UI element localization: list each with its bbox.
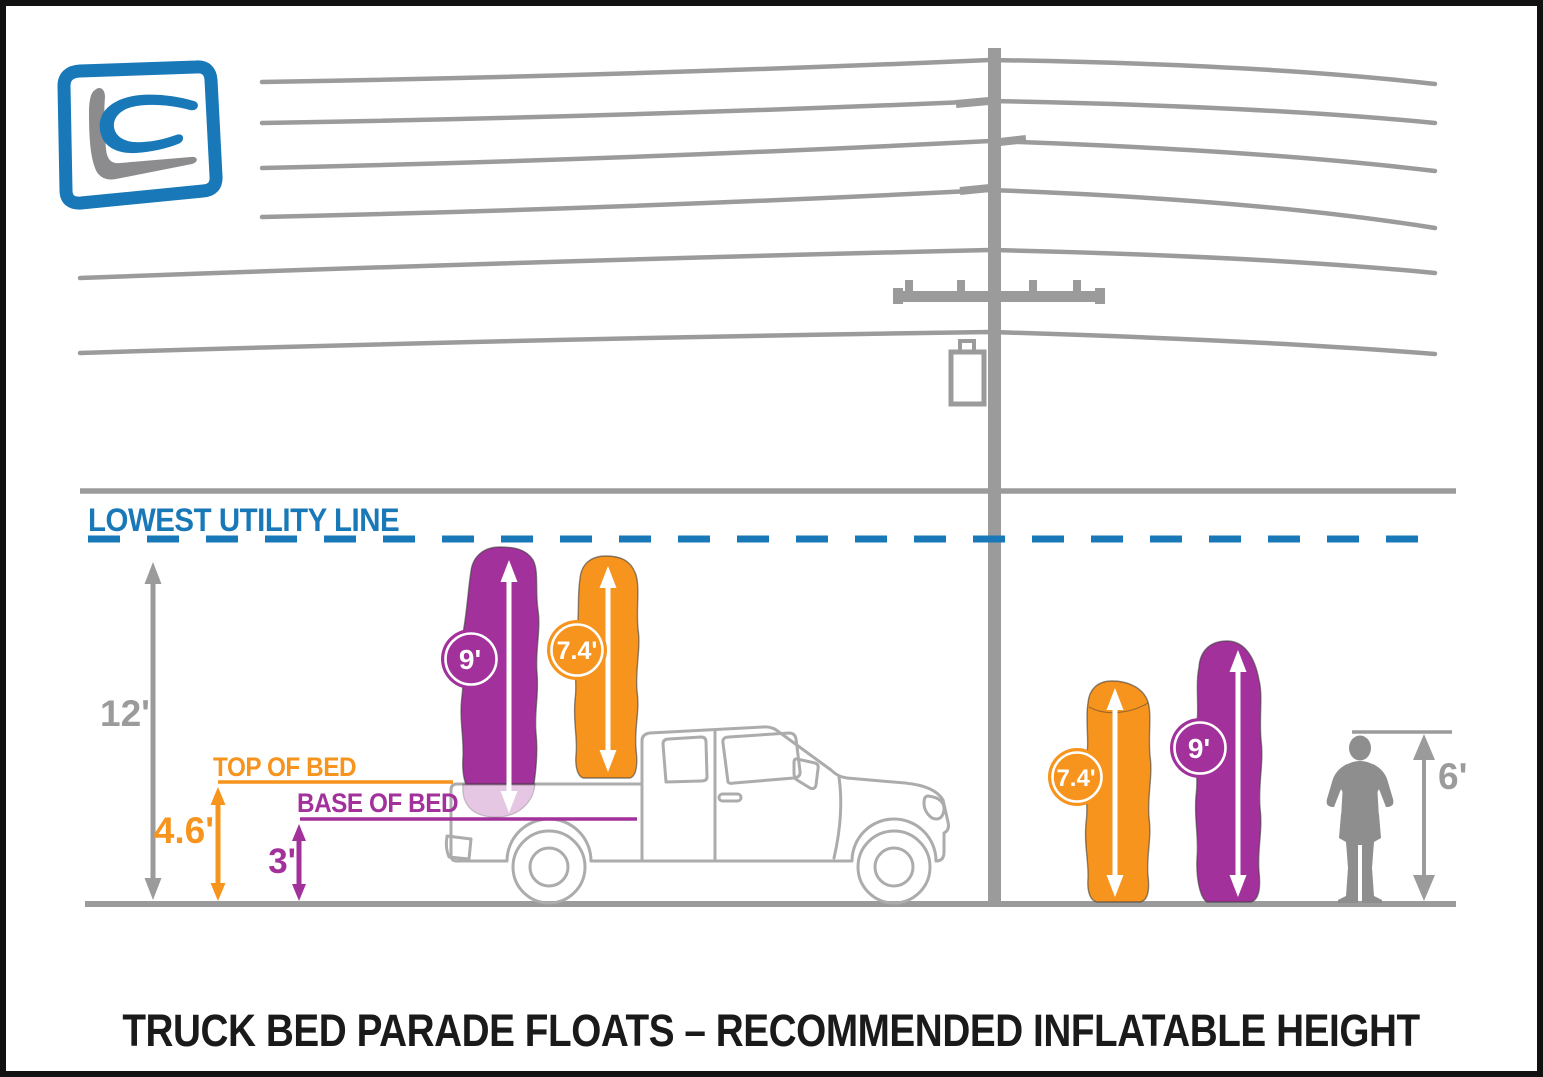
height-badge-ring <box>1173 721 1227 775</box>
person-height-measure: 6' <box>1352 730 1467 901</box>
insulator-peg <box>1029 280 1037 292</box>
arrowhead-down <box>144 878 162 900</box>
person-torso <box>1341 761 1379 818</box>
utility-wire <box>259 187 1438 231</box>
person-height-label: 6' <box>1438 756 1467 797</box>
crossarm-end <box>893 288 903 304</box>
pole-trunk <box>988 48 1001 904</box>
insulator-peg <box>957 280 965 292</box>
height-badge <box>1048 748 1106 806</box>
truck-rear-wheel <box>511 829 587 905</box>
height-badge-label: 7.4' <box>1056 765 1095 792</box>
utility-wire <box>77 329 1438 357</box>
logo-frame <box>57 60 223 210</box>
inflatable-truck-orange: 7.4' <box>547 555 640 779</box>
logo-l-swoosh <box>89 88 197 180</box>
arrowhead-up <box>292 824 306 841</box>
base-of-bed-label: BASE OF BED <box>297 789 458 818</box>
logo-c-swoosh <box>99 94 198 154</box>
truck-outline <box>449 725 950 863</box>
truck-headlight <box>922 794 946 821</box>
arrowhead-down <box>292 884 306 901</box>
height-arrow <box>599 566 617 772</box>
inflatable-below-bed-ghost <box>462 783 536 818</box>
height-arrow <box>1106 688 1124 897</box>
transformer-box <box>948 349 987 407</box>
truck-side-mirror <box>792 757 820 791</box>
utility-wires <box>77 57 1456 494</box>
utility-wire <box>259 138 1438 174</box>
height-badge-label: 9' <box>1188 733 1210 764</box>
height-badge-label: 9' <box>459 644 481 675</box>
page-title: TRUCK BED PARADE FLOATS – RECOMMENDED IN… <box>122 1005 1420 1055</box>
top-of-bed-measure: 4.6' <box>154 787 226 901</box>
inflatable-truck-purple: 9' <box>441 546 540 818</box>
base-of-bed-label-group: BASE OF BED <box>297 789 458 818</box>
truck-quarter-window <box>661 735 709 784</box>
person-silhouette <box>1326 735 1394 903</box>
height-badge <box>1170 718 1230 778</box>
height-badge-ring <box>550 623 604 677</box>
crossarm-end <box>1095 288 1105 304</box>
insulator-peg <box>1073 280 1081 292</box>
arrowhead-up <box>210 787 226 805</box>
lowest-utility-line-label-group: LOWEST UTILITY LINE <box>88 502 400 538</box>
truck-front-wheel <box>856 829 932 905</box>
title-group: TRUCK BED PARADE FLOATS – RECOMMENDED IN… <box>122 1005 1421 1055</box>
clearance-height-label: 12' <box>100 693 150 734</box>
lc-logo-icon <box>57 60 223 210</box>
height-arrow <box>500 560 518 813</box>
utility-pole <box>893 48 1105 904</box>
utility-wire <box>77 247 1438 281</box>
inflatable-body <box>1084 680 1152 903</box>
height-badge <box>547 620 607 680</box>
top-of-bed-height-label: 4.6' <box>154 810 214 851</box>
top-of-bed-label: TOP OF BED <box>213 753 356 782</box>
utility-wire <box>259 57 1438 87</box>
arrowhead-up <box>144 562 162 584</box>
clearance-measure: 12' <box>100 562 162 900</box>
arrowhead-down <box>210 883 226 901</box>
base-of-bed-measure: 3' <box>268 824 306 901</box>
truck-door-handle <box>717 792 743 803</box>
wire-jumper <box>959 184 991 195</box>
person-left-arm <box>1326 764 1354 807</box>
arrowhead-down <box>1413 875 1435 901</box>
inflatable-ground-purple: 9' <box>1170 640 1263 903</box>
inflatable-ground-orange: 7.4' <box>1048 680 1152 903</box>
utility-wire <box>259 98 1438 126</box>
pole-crossarm <box>893 291 1105 302</box>
pickup-truck <box>444 725 950 905</box>
inflatable-seam <box>1088 702 1149 714</box>
truck-rear-step <box>444 834 473 861</box>
insulator-peg <box>905 280 913 292</box>
truck-door-window <box>721 731 802 785</box>
height-badge-label: 7.4' <box>557 637 598 665</box>
inflatable-body <box>1194 640 1263 903</box>
top-of-bed-label-group: TOP OF BED <box>213 753 357 782</box>
person-right-arm <box>1366 764 1394 807</box>
height-arrow <box>1229 650 1247 897</box>
person-legs <box>1338 814 1382 903</box>
base-of-bed-height-label: 3' <box>268 842 296 881</box>
height-badge-ring <box>1051 751 1103 803</box>
height-badge <box>441 629 501 689</box>
truck-front-hub <box>873 846 915 888</box>
height-badge-ring <box>444 632 498 686</box>
truck-fender-line <box>832 775 843 860</box>
lowest-utility-line-label: LOWEST UTILITY LINE <box>88 502 399 538</box>
person-head <box>1349 735 1371 761</box>
truck-rear-hub <box>528 846 570 888</box>
arrowhead-up <box>1413 734 1435 760</box>
diagram-svg: LOWEST UTILITY LINE 12' TOP OF BED BASE … <box>57 48 1467 1056</box>
wire-jumper <box>999 135 1027 146</box>
